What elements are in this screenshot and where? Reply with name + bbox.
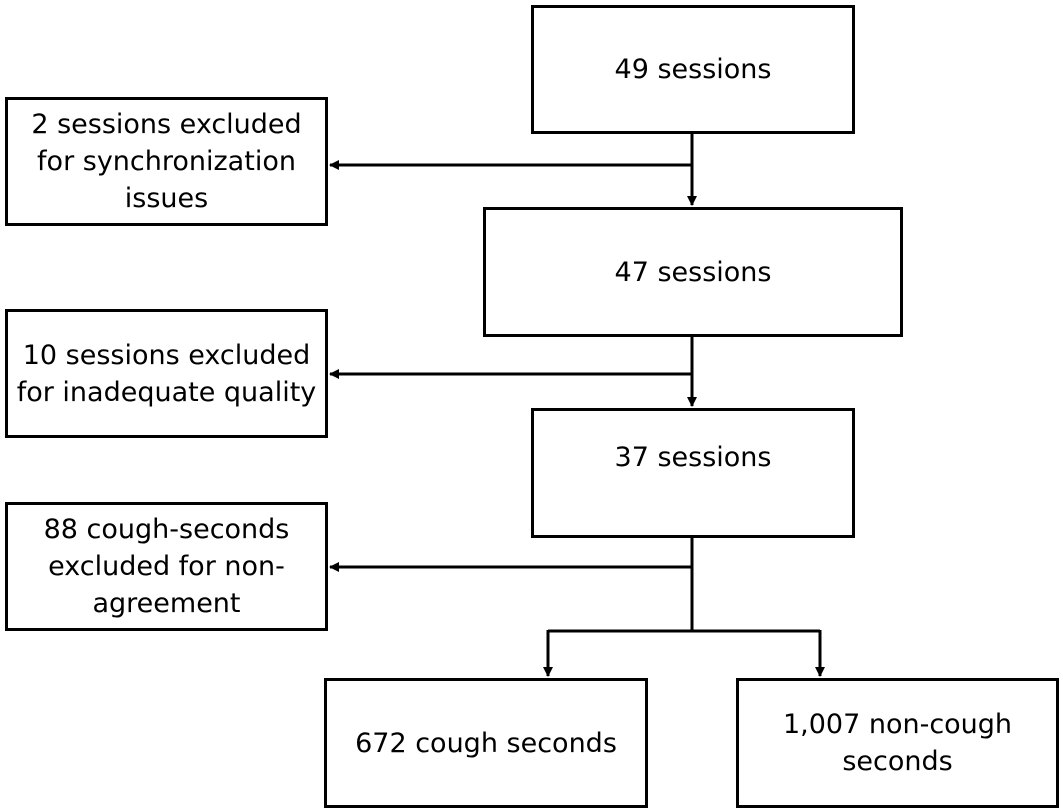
node-49-sessions-label: 49 sessions xyxy=(614,54,772,85)
node-cough-seconds-label: 672 cough seconds xyxy=(355,727,617,759)
node-37-sessions-label: 37 sessions xyxy=(614,442,772,473)
node-47-sessions-label: 47 sessions xyxy=(614,256,772,288)
node-excluded-agreement: 88 cough-seconds excluded for non- agree… xyxy=(5,502,328,631)
node-49-sessions: 49 sessions xyxy=(531,5,855,134)
node-excluded-sync-label: 2 sessions excluded for synchronization … xyxy=(31,109,302,214)
node-non-cough-seconds-label: 1,007 non-cough seconds xyxy=(782,709,1013,777)
node-excluded-quality: 10 sessions excluded for inadequate qual… xyxy=(5,309,328,438)
node-non-cough-seconds: 1,007 non-cough seconds xyxy=(736,678,1059,808)
node-excluded-quality-label: 10 sessions excluded for inadequate qual… xyxy=(16,339,317,408)
node-excluded-agreement-label: 88 cough-seconds excluded for non- agree… xyxy=(43,514,290,619)
node-37-sessions: 37 sessions xyxy=(531,408,855,538)
node-cough-seconds: 672 cough seconds xyxy=(324,678,648,808)
node-excluded-sync: 2 sessions excluded for synchronization … xyxy=(5,97,328,226)
node-47-sessions: 47 sessions xyxy=(483,207,903,337)
